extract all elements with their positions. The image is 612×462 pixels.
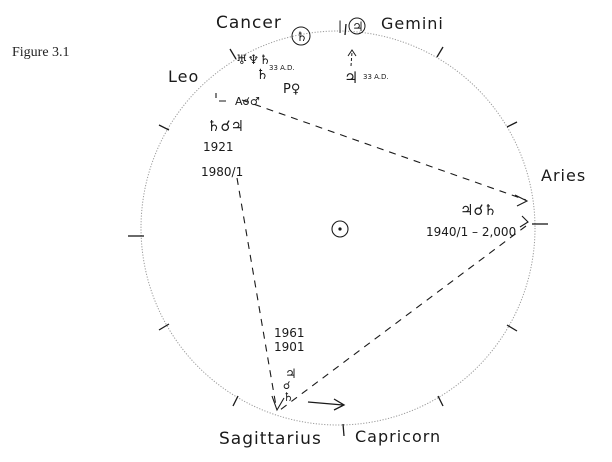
saturn-jupiter-conjunction: ♄☌♃ xyxy=(207,117,244,135)
figure-label: Figure 3.1 xyxy=(12,45,70,60)
cusp-tick xyxy=(506,121,518,128)
leo-year-1980: 1980/1 xyxy=(201,165,243,179)
leo-year-1921: 1921 xyxy=(203,140,234,154)
cusp-tick xyxy=(437,395,444,407)
jupiter-circled-glyph: ♃ xyxy=(352,20,364,35)
arrowheads xyxy=(271,194,529,412)
sag-arrowhead xyxy=(271,395,285,412)
saturn-circled-glyph: ♄ xyxy=(296,30,308,45)
sign-label-sagittarius: Sagittarius xyxy=(219,429,322,449)
motion-arrow-head xyxy=(333,398,346,411)
sign-label-aries: Aries xyxy=(541,166,586,185)
aries-dates: 1940/1 – 2,000 xyxy=(426,225,516,239)
cusp-tick xyxy=(344,23,347,36)
trine-line-leo-aries xyxy=(241,99,527,201)
sag-conjunction-glyph: ☌ xyxy=(283,379,290,392)
gemini-tick-mark: | xyxy=(338,19,342,33)
sag-jupiter-glyph: ♃ xyxy=(285,367,297,382)
leo-era-note: 33 A.D. xyxy=(269,64,295,72)
leo-outer-planets-glyphs: ♅♆♄ xyxy=(236,53,271,68)
jupiter-saturn-conjunction: ♃☌♄ xyxy=(460,201,497,219)
gemini-arrow-shaft xyxy=(350,51,353,67)
cusp-tick xyxy=(436,46,444,58)
sag-saturn-glyph: ♄ xyxy=(283,390,294,404)
cusp-tick xyxy=(158,323,170,331)
sign-label-leo: Leo xyxy=(168,67,199,86)
motion-arrow-shaft xyxy=(307,401,344,406)
sag-year-1961: 1961 xyxy=(274,326,305,340)
leo-saturn-glyph: ♄ xyxy=(256,67,269,83)
jupiter-glyph-gemini: ♃ xyxy=(344,68,358,87)
cusp-tick xyxy=(229,48,237,60)
leo-bracket xyxy=(215,93,226,102)
sun-symbol-ring xyxy=(331,220,349,238)
sag-year-1901: 1901 xyxy=(274,340,305,354)
motion-arrow xyxy=(307,398,346,411)
trine-line-aries-sag xyxy=(279,225,527,411)
cusp-tick xyxy=(232,395,239,407)
gemini-arrow xyxy=(347,49,357,67)
sign-label-gemini: Gemini xyxy=(381,14,444,33)
circled-saturn-ring xyxy=(291,26,311,46)
pluto-venus-glyphs: P♀ xyxy=(283,82,300,97)
aries-arrowhead xyxy=(514,194,529,207)
cusp-ticks xyxy=(128,23,548,437)
sign-label-cancer: Cancer xyxy=(216,13,282,33)
sun-symbol-dot xyxy=(338,227,342,231)
trine-triangle xyxy=(215,93,527,411)
sign-label-capricorn: Capricorn xyxy=(355,427,441,446)
zodiac-wheel xyxy=(140,30,536,426)
trine-line-leo-sag xyxy=(236,177,277,407)
cusp-tick xyxy=(506,324,518,332)
gemini-arrow-head xyxy=(347,49,357,57)
aries-lower-arrowhead xyxy=(519,215,529,228)
cusp-tick xyxy=(158,124,170,131)
circled-jupiter-ring xyxy=(348,17,366,35)
gemini-era-note: 33 A.D. xyxy=(363,73,389,81)
ascendant-mars-glyphs: A☌♂ xyxy=(235,95,260,108)
cusp-tick xyxy=(342,423,345,437)
